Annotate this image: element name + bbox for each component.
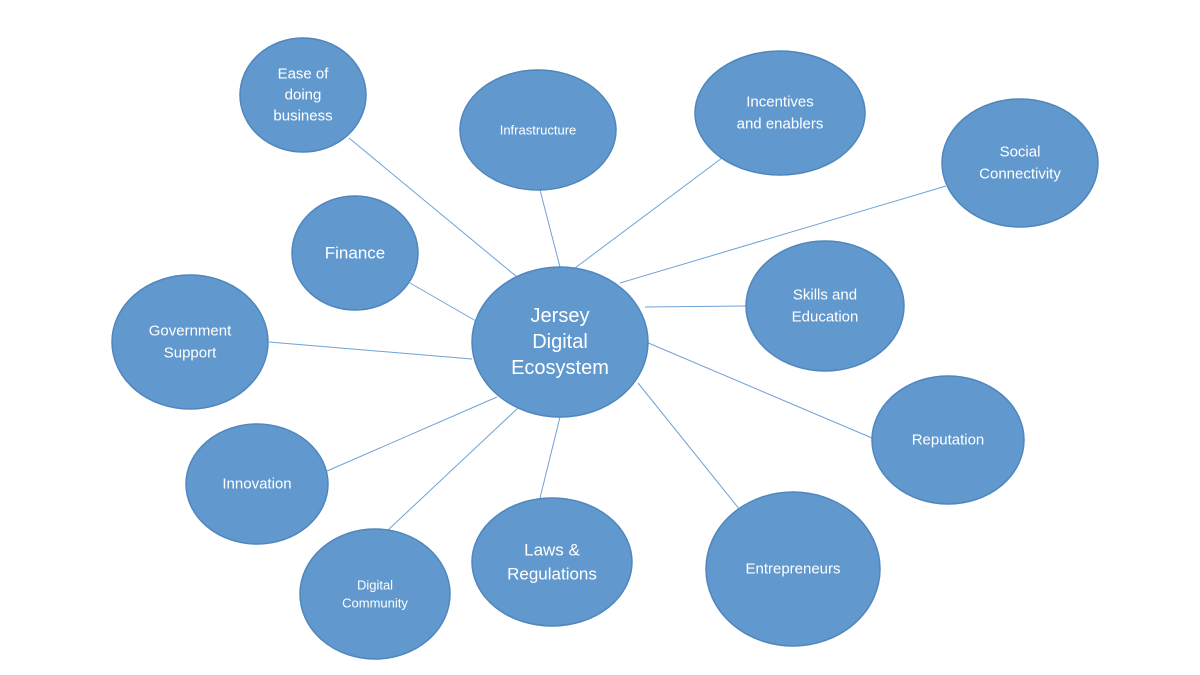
connector-incentives-and-enablers — [574, 157, 723, 269]
bubble-ease-of-doing-business-label: doing — [285, 87, 322, 104]
bubble-innovation-ellipse — [185, 423, 329, 545]
bubble-ease-of-doing-business-label: Ease of — [278, 66, 330, 83]
bubble-ease-of-doing-business-label: business — [273, 108, 332, 125]
connector-innovation — [326, 396, 498, 472]
bubble-reputation-ellipse — [871, 375, 1025, 505]
connector-entrepreneurs — [637, 382, 741, 511]
bubble-center-label: Digital — [532, 331, 588, 353]
bubble-center-label: Jersey — [531, 305, 590, 327]
bubble-social-connectivity-ellipse — [941, 98, 1099, 228]
bubble-incentives-and-enablers-label: and enablers — [737, 116, 824, 133]
bubble-government-support-label: Government — [149, 323, 232, 340]
bubble-finance-ellipse — [291, 195, 419, 311]
bubble-finance-label: Finance — [325, 244, 385, 263]
bubble-finance: Finance — [291, 195, 419, 311]
bubble-laws-and-regulations-label: Regulations — [507, 565, 597, 584]
connector-social-connectivity — [619, 185, 947, 284]
bubble-reputation-label: Reputation — [912, 432, 985, 449]
connector-skills-and-education — [644, 305, 747, 308]
bubble-infrastructure-ellipse — [459, 69, 617, 191]
bubble-laws-and-regulations-ellipse — [471, 497, 633, 627]
bubble-government-support-label: Support — [164, 345, 217, 362]
bubble-incentives-and-enablers-ellipse — [694, 50, 866, 176]
bubble-entrepreneurs-label: Entrepreneurs — [745, 561, 840, 578]
connector-laws-and-regulations — [539, 416, 561, 499]
bubble-ease-of-doing-business: Ease of doing business — [239, 37, 367, 153]
connector-reputation — [645, 341, 873, 439]
bubble-center-label: Ecosystem — [511, 357, 609, 379]
bubble-center-ellipse — [471, 266, 649, 418]
bubble-digital-community-label: Digital — [357, 578, 393, 593]
connector-finance — [409, 282, 477, 322]
bubble-digital-community-label: Community — [342, 596, 408, 611]
connector-government-support — [268, 341, 473, 360]
bubble-digital-community-ellipse — [299, 528, 451, 660]
bubble-government-support-ellipse — [111, 274, 269, 410]
bubble-laws-and-regulations: Laws & Regulations — [471, 497, 633, 627]
bubble-infrastructure: Infrastructure — [459, 69, 617, 191]
bubble-laws-and-regulations-label: Laws & — [524, 541, 580, 560]
bubble-innovation-label: Innovation — [222, 476, 291, 493]
bubble-incentives-and-enablers: Incentives and enablers — [694, 50, 866, 176]
bubble-entrepreneurs: Entrepreneurs — [705, 491, 881, 647]
bubble-social-connectivity-label: Connectivity — [979, 166, 1061, 183]
connector-digital-community — [387, 407, 519, 531]
bubble-entrepreneurs-ellipse — [705, 491, 881, 647]
connector-lines — [268, 137, 947, 531]
connector-infrastructure — [539, 189, 561, 268]
bubble-incentives-and-enablers-label: Incentives — [746, 94, 814, 111]
bubble-reputation: Reputation — [871, 375, 1025, 505]
connector-ease-of-doing-business — [348, 137, 518, 278]
bubble-skills-and-education-label: Education — [792, 309, 859, 326]
bubble-social-connectivity-label: Social — [1000, 144, 1041, 161]
bubble-skills-and-education-ellipse — [745, 240, 905, 372]
bubble-ease-of-doing-business-ellipse — [239, 37, 367, 153]
bubble-innovation: Innovation — [185, 423, 329, 545]
bubble-skills-and-education-label: Skills and — [793, 287, 857, 304]
bubble-infrastructure-label: Infrastructure — [500, 123, 577, 138]
